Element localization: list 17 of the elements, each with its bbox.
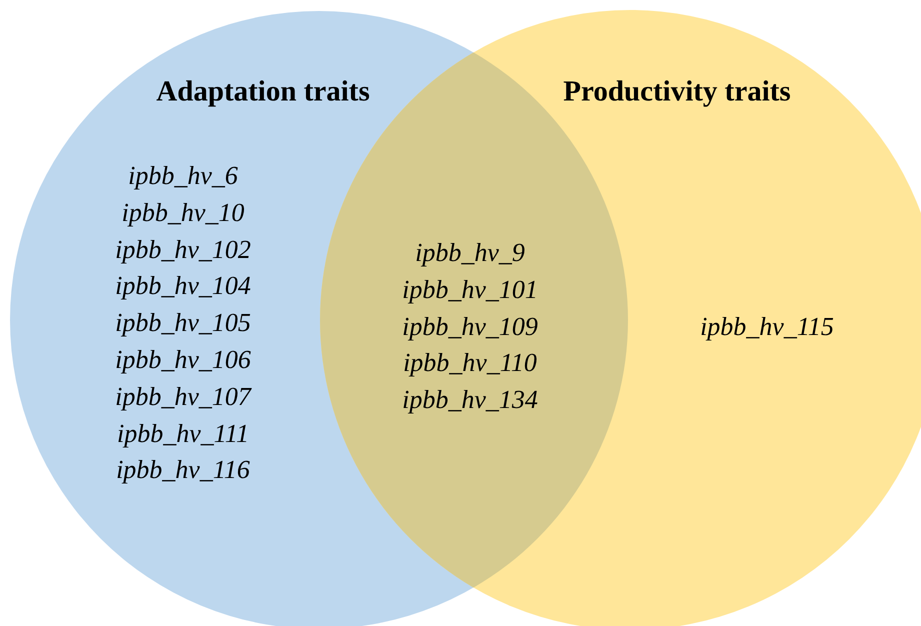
gene-id: ipbb_hv_110	[403, 348, 537, 378]
gene-id: ipbb_hv_6	[128, 161, 238, 191]
set-title: Productivity traits	[563, 76, 791, 108]
gene-id: ipbb_hv_101	[402, 274, 538, 305]
gene-id: ipbb_hv_109	[402, 312, 538, 342]
gene-id: ipbb_hv_105	[115, 308, 251, 338]
gene-id: ipbb_hv_111	[117, 418, 249, 449]
gene-id: ipbb_hv_9	[415, 238, 525, 268]
gene-id: ipbb_hv_102	[115, 234, 251, 265]
gene-id: ipbb_hv_104	[115, 271, 251, 302]
set-title: Adaptation traits	[156, 76, 370, 108]
gene-id: ipbb_hv_115	[700, 312, 834, 342]
gene-id: ipbb_hv_106	[115, 345, 251, 375]
gene-id: ipbb_hv_10	[122, 198, 244, 228]
gene-id: ipbb_hv_116	[116, 455, 250, 486]
gene-id: ipbb_hv_107	[115, 382, 251, 412]
gene-id: ipbb_hv_134	[402, 385, 538, 416]
